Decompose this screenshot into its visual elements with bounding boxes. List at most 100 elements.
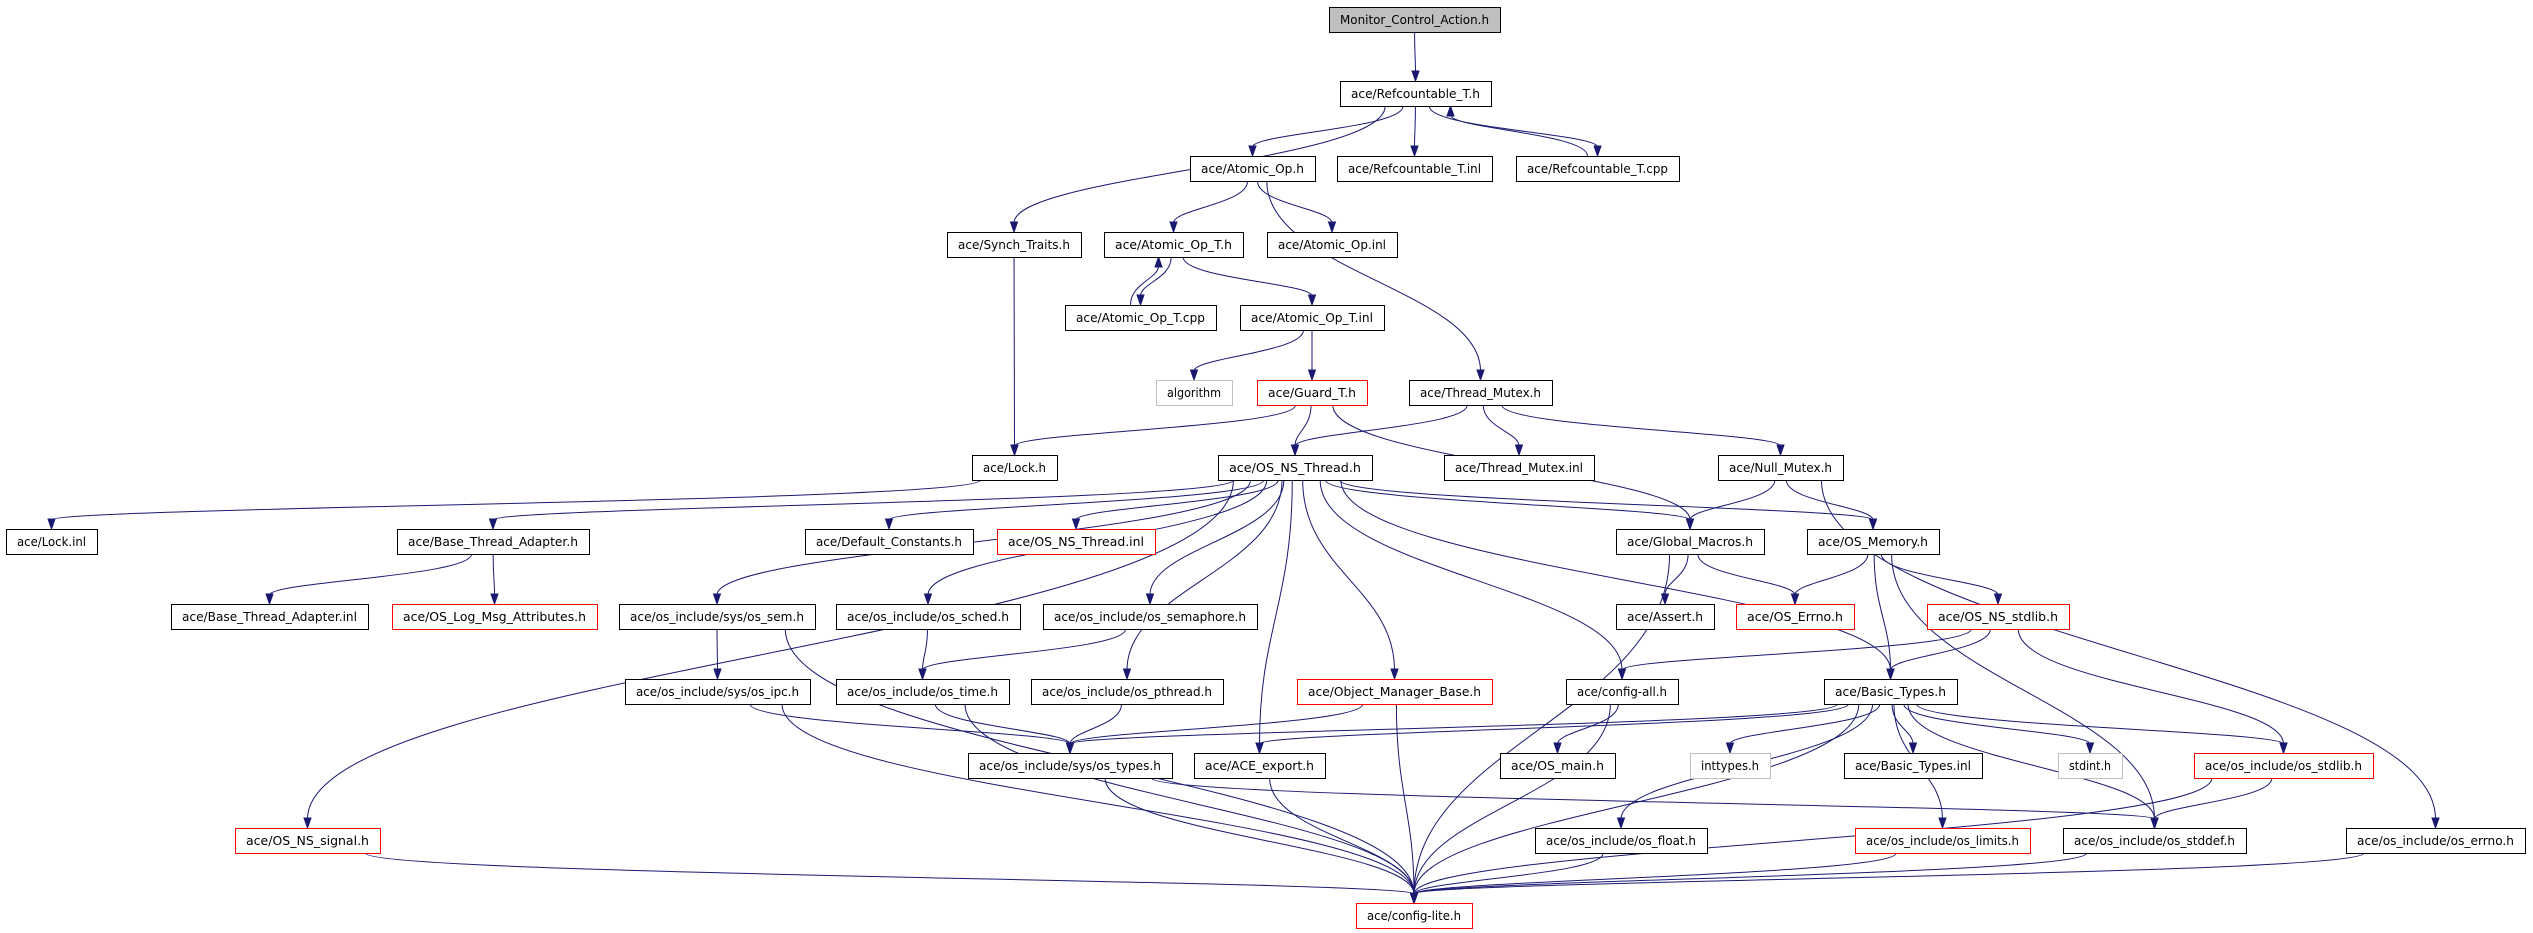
node-guard-t-h[interactable]: ace/Guard_T.h: [1257, 380, 1368, 406]
node-atomic-op-inl[interactable]: ace/Atomic_Op.inl: [1267, 232, 1398, 258]
edge-line: [1149, 479, 1285, 596]
node-os-limits-h[interactable]: ace/os_include/os_limits.h: [1855, 828, 2031, 854]
node-label: inttypes.h: [1701, 758, 1759, 773]
node-label: stdint.h: [2069, 758, 2111, 773]
node-os-errno-ace-h[interactable]: ace/OS_Errno.h: [1736, 604, 1855, 630]
node-box: [619, 604, 816, 630]
node-os-memory-h[interactable]: ace/OS_Memory.h: [1807, 529, 1940, 555]
arrowhead-icon: [490, 593, 499, 606]
edge-refcountable-t-h-to-atomic-op-h: [1248, 105, 1404, 158]
node-thread-mutex-inl[interactable]: ace/Thread_Mutex.inl: [1444, 455, 1595, 481]
node-refcountable-t-cpp[interactable]: ace/Refcountable_T.cpp: [1516, 156, 1680, 182]
node-refcountable-t-h[interactable]: ace/Refcountable_T.h: [1340, 81, 1492, 107]
edge-line: [1873, 553, 1891, 671]
node-thread-mutex-h[interactable]: ace/Thread_Mutex.h: [1409, 380, 1553, 406]
node-atomic-op-t-inl[interactable]: ace/Atomic_Op_T.inl: [1240, 305, 1385, 331]
edge-os-ns-thread-h-to-os-pthread-h: [1122, 479, 1283, 681]
node-label: ace/os_include/os_semaphore.h: [1054, 609, 1246, 624]
arrowhead-icon: [2279, 742, 2288, 755]
node-os-types-h[interactable]: ace/os_include/sys/os_types.h: [968, 753, 1173, 779]
node-label: ace/Atomic_Op.inl: [1278, 237, 1386, 252]
node-label: ace/Basic_Types.inl: [1855, 758, 1971, 773]
node-object-manager-base-h[interactable]: ace/Object_Manager_Base.h: [1297, 679, 1493, 705]
node-synch-traits-h[interactable]: ace/Synch_Traits.h: [947, 232, 1082, 258]
edge-line: [1069, 703, 1364, 745]
node-base-thread-adapter-inl[interactable]: ace/Base_Thread_Adapter.inl: [171, 604, 369, 630]
node-global-macros-h[interactable]: ace/Global_Macros.h: [1616, 529, 1765, 555]
edge-line: [1785, 479, 1874, 521]
node-os-ns-stdlib-h[interactable]: ace/OS_NS_stdlib.h: [1927, 604, 2070, 630]
node-label: ace/OS_Memory.h: [1818, 534, 1928, 549]
edge-os-ipc-h-to-config-lite-h: [781, 703, 1419, 905]
arrowhead-icon: [1307, 294, 1317, 307]
node-os-ipc-h[interactable]: ace/os_include/sys/os_ipc.h: [625, 679, 811, 705]
node-null-mutex-h[interactable]: ace/Null_Mutex.h: [1718, 455, 1844, 481]
node-label: ace/Null_Mutex.h: [1729, 460, 1832, 475]
node-box: [235, 828, 381, 854]
edge-line: [1413, 777, 2213, 895]
node-assert-h[interactable]: ace/Assert.h: [1616, 604, 1715, 630]
node-os-ns-thread-inl[interactable]: ace/OS_NS_Thread.inl: [997, 529, 1156, 555]
edge-line: [1428, 105, 1598, 148]
arrowhead-icon: [1790, 593, 1800, 606]
node-os-float-h[interactable]: ace/os_include/os_float.h: [1535, 828, 1708, 854]
node-box: [1927, 604, 2070, 630]
node-config-all-h[interactable]: ace/config-all.h: [1566, 679, 1679, 705]
node-os-pthread-h[interactable]: ace/os_include/os_pthread.h: [1031, 679, 1224, 705]
node-os-ns-signal-h[interactable]: ace/OS_NS_signal.h: [235, 828, 381, 854]
node-base-thread-adapter-h[interactable]: ace/Base_Thread_Adapter.h: [397, 529, 590, 555]
node-lock-h[interactable]: ace/Lock.h: [972, 455, 1058, 481]
arrowhead-icon: [47, 518, 56, 531]
edge-atomic-op-h-to-atomic-op-inl: [1256, 180, 1337, 234]
node-os-sched-h[interactable]: ace/os_include/os_sched.h: [836, 604, 1021, 630]
node-label: ace/os_include/os_errno.h: [2357, 833, 2514, 848]
node-os-time-h[interactable]: ace/os_include/os_time.h: [836, 679, 1010, 705]
node-lock-inl[interactable]: ace/Lock.inl: [6, 529, 98, 555]
node-box: [1535, 828, 1708, 854]
edge-line: [365, 852, 1415, 895]
node-os-main-h[interactable]: ace/OS_main.h: [1500, 753, 1616, 779]
arrowhead-icon: [1145, 593, 1155, 606]
node-atomic-op-t-h[interactable]: ace/Atomic_Op_T.h: [1104, 232, 1244, 258]
edge-line: [1880, 553, 1999, 596]
node-config-lite-h[interactable]: ace/config-lite.h: [1356, 903, 1473, 929]
edge-os-ns-thread-h-to-os-semaphore-h: [1145, 479, 1285, 606]
arrowhead-icon: [1685, 518, 1695, 531]
node-label: ace/Atomic_Op_T.h: [1115, 237, 1232, 252]
edge-line: [1664, 553, 1689, 596]
arrowhead-icon: [1593, 145, 1602, 158]
node-basic-types-inl[interactable]: ace/Basic_Types.inl: [1844, 753, 1983, 779]
node-os-semaphore-h[interactable]: ace/os_include/os_semaphore.h: [1043, 604, 1258, 630]
node-box: [805, 529, 974, 555]
node-atomic-op-h[interactable]: ace/Atomic_Op.h: [1190, 156, 1316, 182]
node-label: ace/config-all.h: [1577, 684, 1667, 699]
node-os-stddef-h[interactable]: ace/os_include/os_stddef.h: [2063, 828, 2247, 854]
node-refcountable-t-inl[interactable]: ace/Refcountable_T.inl: [1337, 156, 1493, 182]
node-box: [1807, 529, 1940, 555]
edge-os-pthread-h-to-os-types-h: [1065, 703, 1123, 755]
node-default-constants-h[interactable]: ace/Default_Constants.h: [805, 529, 974, 555]
node-box: [1031, 679, 1224, 705]
edge-global-macros-h-to-os-errno-ace-h: [1697, 553, 1800, 606]
edge-refcountable-t-cpp-to-refcountable-t-h: [1446, 104, 1588, 157]
node-box: [171, 604, 369, 630]
edge-null-mutex-h-to-os-memory-h: [1785, 479, 1878, 531]
node-os-log-msg-attributes-h[interactable]: ace/OS_Log_Msg_Attributes.h: [392, 604, 598, 630]
node-os-ns-thread-h[interactable]: ace/OS_NS_Thread.h: [1218, 455, 1373, 481]
edge-line: [1413, 852, 1897, 895]
node-os-errno-h[interactable]: ace/os_include/os_errno.h: [2346, 828, 2526, 854]
edge-refcountable-t-h-to-refcountable-t-inl: [1410, 105, 1419, 158]
node-os-stdlib-h[interactable]: ace/os_include/os_stdlib.h: [2194, 753, 2374, 779]
arrowhead-icon: [303, 817, 312, 830]
node-root[interactable]: Monitor_Control_Action.h: [1329, 7, 1501, 33]
node-os-sem-h[interactable]: ace/os_include/sys/os_sem.h: [619, 604, 816, 630]
node-ace-export-h[interactable]: ace/ACE_export.h: [1194, 753, 1326, 779]
edge-atomic-op-t-h-to-atomic-op-t-cpp: [1136, 256, 1172, 307]
node-box: [1356, 903, 1473, 929]
node-basic-types-h[interactable]: ace/Basic_Types.h: [1824, 679, 1958, 705]
edge-line: [1340, 479, 1891, 671]
node-box: [968, 753, 1173, 779]
edge-os-ns-thread-h-to-ace-export-h: [1255, 479, 1293, 755]
node-atomic-op-t-cpp[interactable]: ace/Atomic_Op_T.cpp: [1065, 305, 1217, 331]
